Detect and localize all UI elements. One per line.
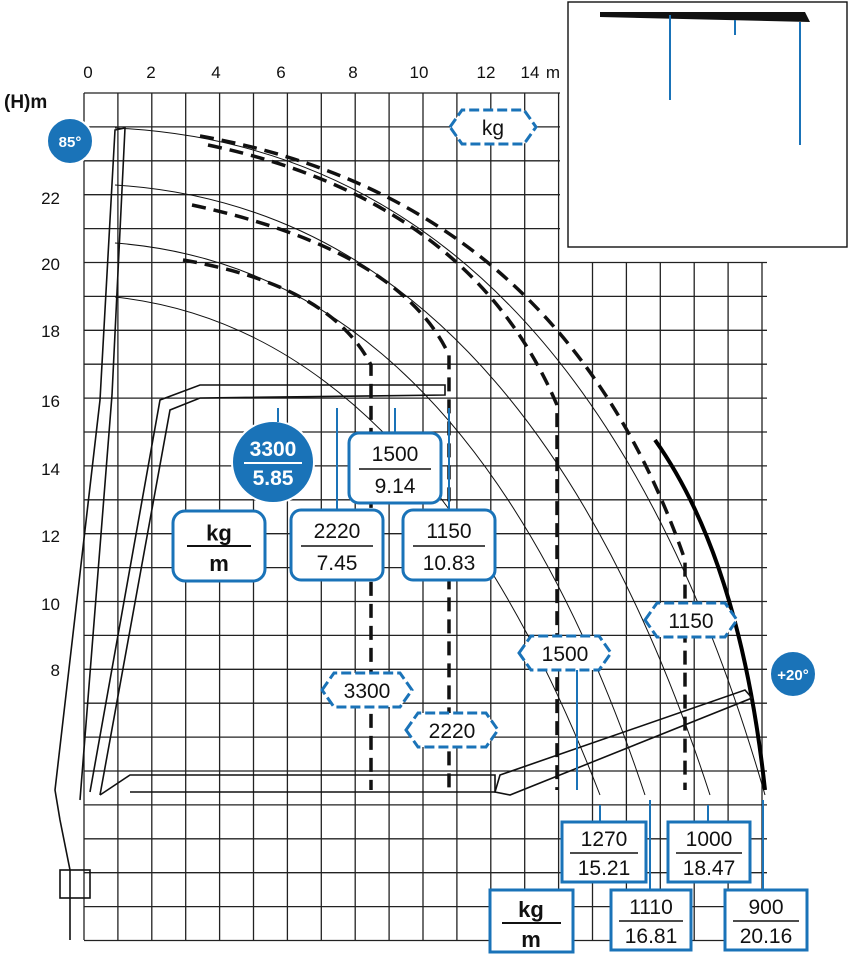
reach-arc [114,184,711,796]
legend-box-bottom: kg m [488,888,575,954]
x-axis: 0 2 4 6 8 10 12 14 m [83,63,560,82]
x-unit: m [546,63,560,82]
x-tick: 12 [477,63,496,82]
x-tick: 6 [276,63,285,82]
limit-curve-3300 [182,258,373,790]
y-tick: 22 [41,189,60,208]
load-box-15-21: 1270 15.21 [560,820,648,884]
curve-load-label: kg [482,117,504,140]
load-radius: 16.81 [625,925,678,948]
y-tick: 12 [41,527,60,546]
limit-curve-1500 [207,143,559,790]
load-box-9-14: 1500 9.14 [347,431,443,505]
load-kg: 900 [748,896,783,919]
limit-curve-2220 [191,203,451,790]
x-tick: 2 [146,63,155,82]
load-box-10-83: 1150 10.83 [401,508,497,582]
curve-load-label: 3300 [344,680,391,703]
x-tick: 14 [521,63,540,82]
y-tick: 8 [51,661,60,680]
max-load-kg: 3300 [250,438,297,461]
load-box-18-47: 1000 18.47 [666,820,752,884]
x-tick: 0 [83,63,92,82]
load-radius: 10.83 [423,552,476,575]
tag-1150: 1150 [643,601,739,639]
legend-m: m [521,927,541,952]
legend-box: kg m [171,509,267,583]
load-limit-curves [182,134,687,790]
load-kg: 1110 [629,896,673,919]
load-radius: 15.21 [578,857,631,880]
load-box-20-16: 900 20.16 [723,888,809,952]
angle-top-label: 85° [59,134,82,151]
x-tick: 4 [211,63,220,82]
limit-curve-1150 [199,134,687,790]
angle-85: 85° [46,117,94,165]
load-radius: 18.47 [683,857,736,880]
curve-load-label: 1150 [668,610,713,633]
max-load-badge: 3300 5.85 [231,420,315,504]
tag-kg: kg [448,108,538,146]
load-box-7-45: 2220 7.45 [289,508,385,582]
tag-3300: 3300 [320,671,414,709]
tag-2220: 2220 [404,711,500,749]
y-axis-title: (H)m [4,92,47,113]
legend-m: m [209,551,229,576]
load-kg: 1000 [686,828,733,851]
legend-kg: kg [206,520,232,545]
load-radius: 9.14 [375,475,416,498]
y-tick: 10 [41,595,60,614]
legend-kg: kg [518,897,544,922]
y-tick: 14 [41,460,60,479]
angle-bottom-label: +20° [777,667,808,684]
load-kg: 1500 [372,443,419,466]
curve-load-label: 2220 [429,720,476,743]
tag-1500: 1500 [517,634,613,672]
load-radius: 20.16 [740,925,793,948]
load-box-16-81: 1110 16.81 [609,888,693,952]
load-kg: 1150 [426,520,471,543]
outer-limit-curve [653,438,767,791]
x-tick: 10 [410,63,429,82]
max-load-m: 5.85 [253,467,294,490]
curve-load-label: 1500 [542,643,589,666]
angle-20: +20° [769,650,817,698]
load-kg: 1270 [581,828,628,851]
y-tick: 18 [41,322,60,341]
y-axis: (H)m 8 10 12 14 16 18 20 22 [4,92,60,680]
crane-silhouette [54,127,754,940]
y-tick: 16 [41,392,60,411]
load-kg: 2220 [314,520,361,543]
load-radius: 7.45 [317,552,358,575]
inset-panel [567,1,848,248]
y-tick: 20 [41,255,60,274]
x-tick: 8 [348,63,357,82]
